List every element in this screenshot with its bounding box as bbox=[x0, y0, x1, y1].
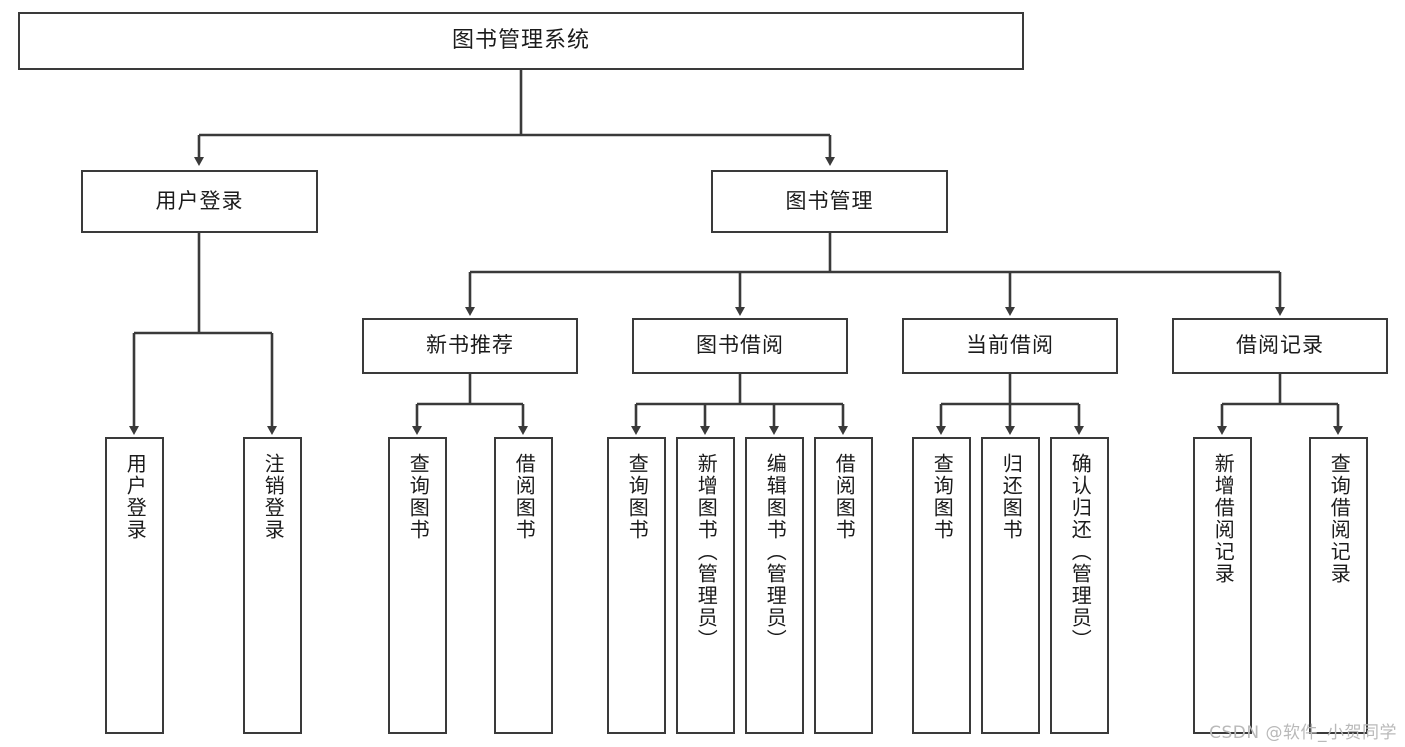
node-book-management-label: 图书管理 bbox=[785, 188, 874, 213]
leaf-borrow-record-add-record[interactable]: 新增借阅记录 bbox=[1193, 437, 1252, 734]
leaf-label: 查询图书 bbox=[930, 453, 955, 541]
node-current-borrow[interactable]: 当前借阅 bbox=[902, 318, 1118, 374]
node-book-borrow[interactable]: 图书借阅 bbox=[632, 318, 848, 374]
leaf-user-login-logout[interactable]: 注销登录 bbox=[243, 437, 302, 734]
leaf-label: 注销登录 bbox=[261, 453, 286, 541]
leaf-book-borrow-edit-book[interactable]: 编辑图书（管理员） bbox=[745, 437, 804, 734]
leaf-label: 借阅图书 bbox=[832, 453, 857, 541]
node-new-book-recommend[interactable]: 新书推荐 bbox=[362, 318, 578, 374]
node-root-label: 图书管理系统 bbox=[451, 27, 590, 53]
leaf-label: 确认归还（管理员） bbox=[1068, 453, 1093, 651]
csdn-watermark: CSDN @软件_小贺同学 bbox=[1209, 723, 1397, 743]
leaf-label: 新增借阅记录 bbox=[1211, 453, 1236, 585]
node-current-borrow-label: 当前借阅 bbox=[966, 333, 1054, 358]
node-user-login[interactable]: 用户登录 bbox=[81, 170, 318, 233]
node-borrow-record-label: 借阅记录 bbox=[1236, 333, 1324, 358]
leaf-label: 新增图书（管理员） bbox=[694, 453, 719, 651]
leaf-label: 归还图书 bbox=[999, 453, 1024, 541]
leaf-label: 编辑图书（管理员） bbox=[763, 453, 788, 651]
leaf-new-book-query-book[interactable]: 查询图书 bbox=[388, 437, 447, 734]
leaf-user-login-login[interactable]: 用户登录 bbox=[105, 437, 164, 734]
leaf-label: 借阅图书 bbox=[512, 453, 537, 541]
leaf-label: 查询借阅记录 bbox=[1327, 453, 1352, 585]
node-borrow-record[interactable]: 借阅记录 bbox=[1172, 318, 1388, 374]
node-root-system[interactable]: 图书管理系统 bbox=[18, 12, 1024, 70]
leaf-current-borrow-return-book[interactable]: 归还图书 bbox=[981, 437, 1040, 734]
node-book-borrow-label: 图书借阅 bbox=[696, 333, 784, 358]
leaf-borrow-record-query-record[interactable]: 查询借阅记录 bbox=[1309, 437, 1368, 734]
leaf-current-borrow-query-book[interactable]: 查询图书 bbox=[912, 437, 971, 734]
node-user-login-label: 用户登录 bbox=[155, 188, 244, 213]
leaf-label: 查询图书 bbox=[625, 453, 650, 541]
leaf-book-borrow-query-book[interactable]: 查询图书 bbox=[607, 437, 666, 734]
leaf-current-borrow-confirm-return[interactable]: 确认归还（管理员） bbox=[1050, 437, 1109, 734]
leaf-book-borrow-add-book[interactable]: 新增图书（管理员） bbox=[676, 437, 735, 734]
node-book-management[interactable]: 图书管理 bbox=[711, 170, 948, 233]
leaf-book-borrow-borrow-book[interactable]: 借阅图书 bbox=[814, 437, 873, 734]
node-new-book-recommend-label: 新书推荐 bbox=[426, 333, 514, 358]
leaf-label: 查询图书 bbox=[406, 453, 431, 541]
leaf-new-book-borrow-book[interactable]: 借阅图书 bbox=[494, 437, 553, 734]
leaf-label: 用户登录 bbox=[123, 453, 148, 541]
